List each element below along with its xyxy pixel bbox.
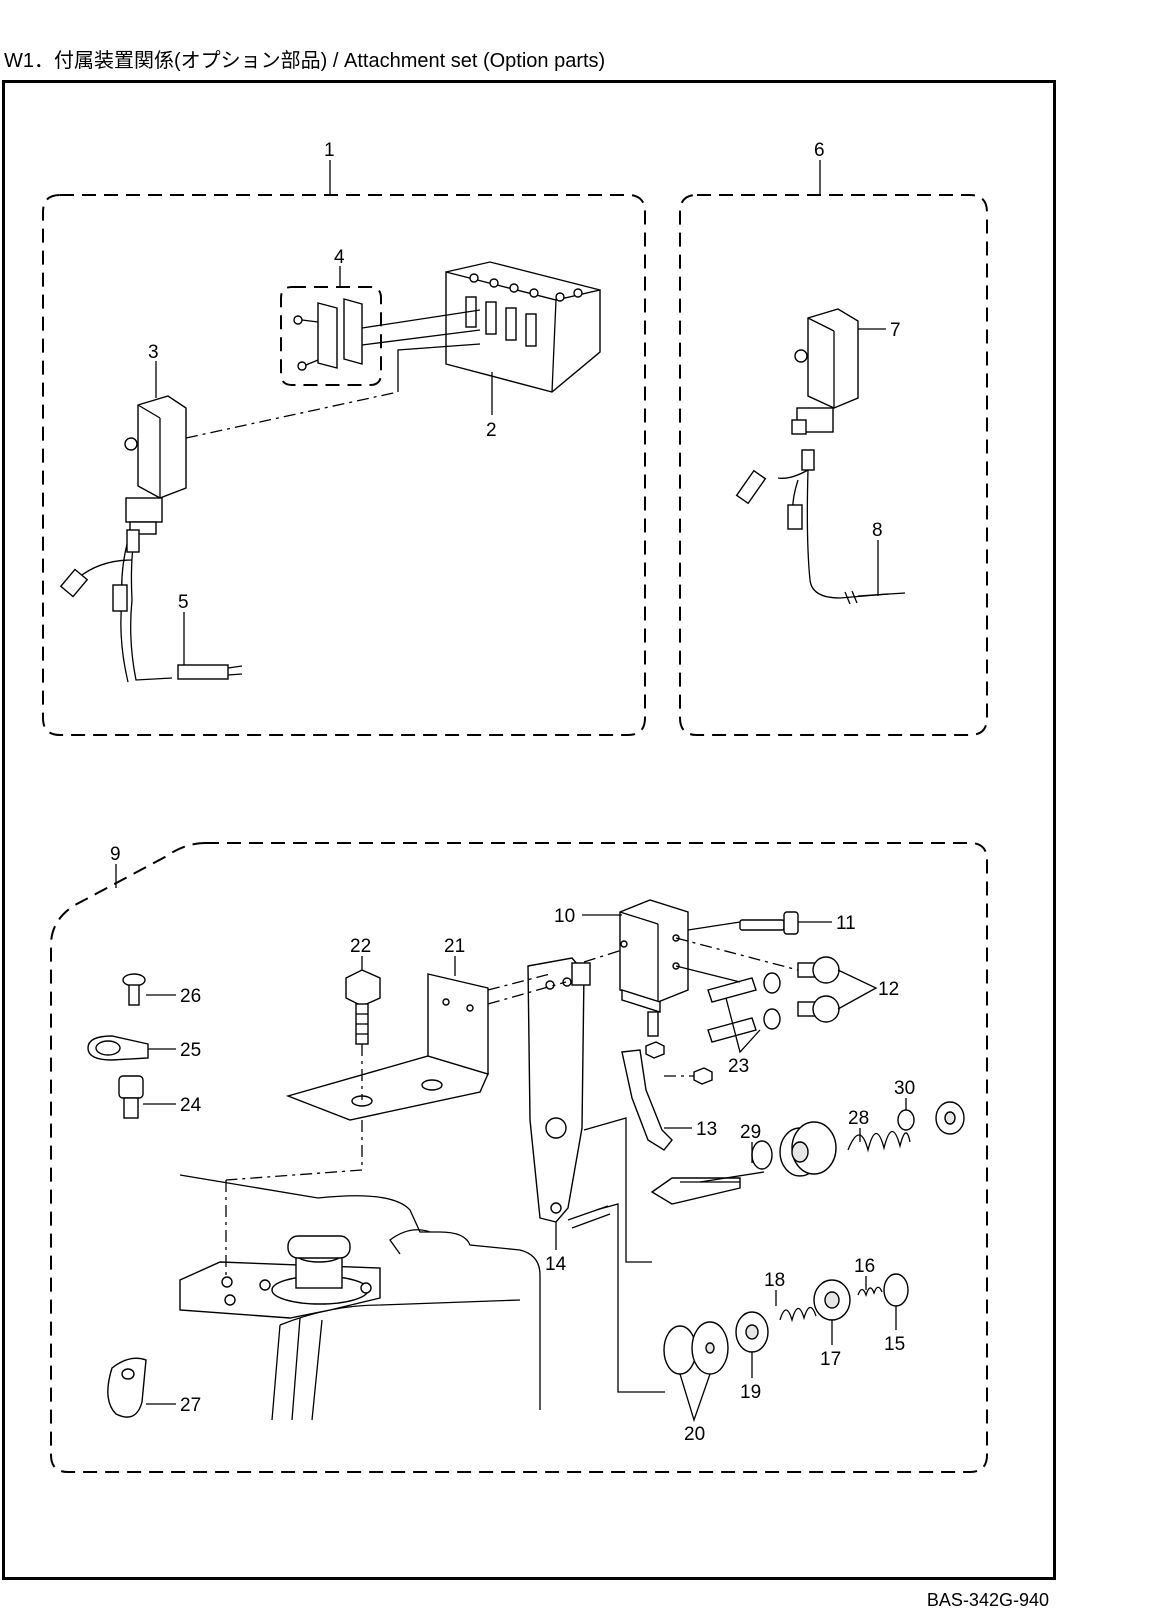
diagram-frame	[2, 80, 1056, 1580]
callout-9: 9	[110, 844, 121, 865]
leader-fitting-upper	[675, 937, 799, 971]
fittings-12	[797, 956, 840, 1023]
screw-26	[122, 973, 146, 1006]
callout-13: 13	[696, 1119, 717, 1140]
callout-8: 8	[872, 520, 883, 541]
callout-17: 17	[820, 1349, 841, 1370]
callout-19: 19	[740, 1382, 761, 1403]
rods-23	[707, 972, 781, 1043]
cable-8	[735, 449, 906, 605]
nut-upper	[645, 1041, 665, 1059]
leader-gasket-1	[361, 309, 481, 329]
callout-5: 5	[178, 592, 189, 613]
bolt-22	[345, 969, 381, 1045]
document-code: BAS-342G-940	[926, 1590, 1049, 1610]
callout-29: 29	[740, 1122, 761, 1143]
machine-body	[179, 1174, 541, 1421]
leader-bracket-plate-1	[487, 973, 551, 991]
callout-2: 2	[486, 420, 497, 441]
spacer-24	[118, 1075, 144, 1119]
callout-21: 21	[444, 936, 465, 957]
cable-5	[59, 529, 243, 683]
clamp-25	[87, 1035, 149, 1061]
callout-10: 10	[554, 906, 575, 927]
leader-20	[679, 1373, 711, 1423]
callout-6: 6	[814, 140, 825, 161]
group-box-4	[280, 286, 382, 386]
callout-27: 27	[180, 1395, 201, 1416]
group-box-6	[679, 194, 988, 736]
callout-25: 25	[180, 1040, 201, 1061]
callout-11: 11	[836, 913, 856, 934]
callout-12: 12	[878, 979, 899, 1000]
callout-24: 24	[180, 1095, 202, 1116]
lever-13	[621, 1049, 673, 1151]
adjuster-parts	[567, 1101, 965, 1229]
screw-11	[739, 911, 799, 935]
callout-23: 23	[728, 1056, 749, 1077]
bracket-21	[285, 973, 489, 1121]
callout-30: 30	[894, 1078, 915, 1099]
callout-20: 20	[684, 1424, 705, 1445]
group-box-1	[42, 194, 646, 736]
callout-16: 16	[854, 1256, 875, 1277]
leader-gasket-2	[361, 329, 481, 346]
leader-fitting-lower	[675, 965, 741, 983]
plate-14	[527, 957, 591, 1223]
leader-23	[725, 997, 761, 1054]
page-title: W1．付属装置関係(オプション部品) / Attachment set (Opt…	[4, 50, 606, 72]
nut-lower	[693, 1067, 713, 1085]
leader-valve-manifold	[397, 343, 481, 392]
clamp-27	[107, 1357, 147, 1418]
leader-3-2	[185, 391, 399, 439]
callout-22: 22	[350, 936, 371, 957]
group-box-9	[50, 842, 988, 1473]
knob-stack	[663, 1273, 909, 1375]
manifold-block	[445, 261, 601, 393]
gasket-plates	[293, 298, 363, 371]
solenoid-valve-3	[124, 395, 187, 535]
callout-1: 1	[324, 140, 335, 161]
solenoid-valve-7	[791, 308, 859, 435]
leader-bracket-plate-2	[487, 981, 567, 1005]
callout-7: 7	[890, 320, 901, 341]
leader-plate-adjuster	[583, 1117, 652, 1263]
leader-bracket-body	[225, 1120, 363, 1181]
callout-4: 4	[334, 247, 345, 268]
leader-plate-knob	[595, 1203, 665, 1393]
callout-28: 28	[848, 1108, 869, 1129]
sensor-block-10	[619, 899, 689, 1037]
callout-18: 18	[764, 1270, 785, 1291]
callout-14: 14	[545, 1254, 567, 1275]
callout-26: 26	[180, 986, 201, 1007]
leader-screw-11	[687, 921, 741, 931]
leader-plate-sensor	[583, 949, 623, 963]
callout-15: 15	[884, 1334, 905, 1355]
leader-12	[837, 969, 878, 1010]
callout-3: 3	[148, 342, 159, 363]
